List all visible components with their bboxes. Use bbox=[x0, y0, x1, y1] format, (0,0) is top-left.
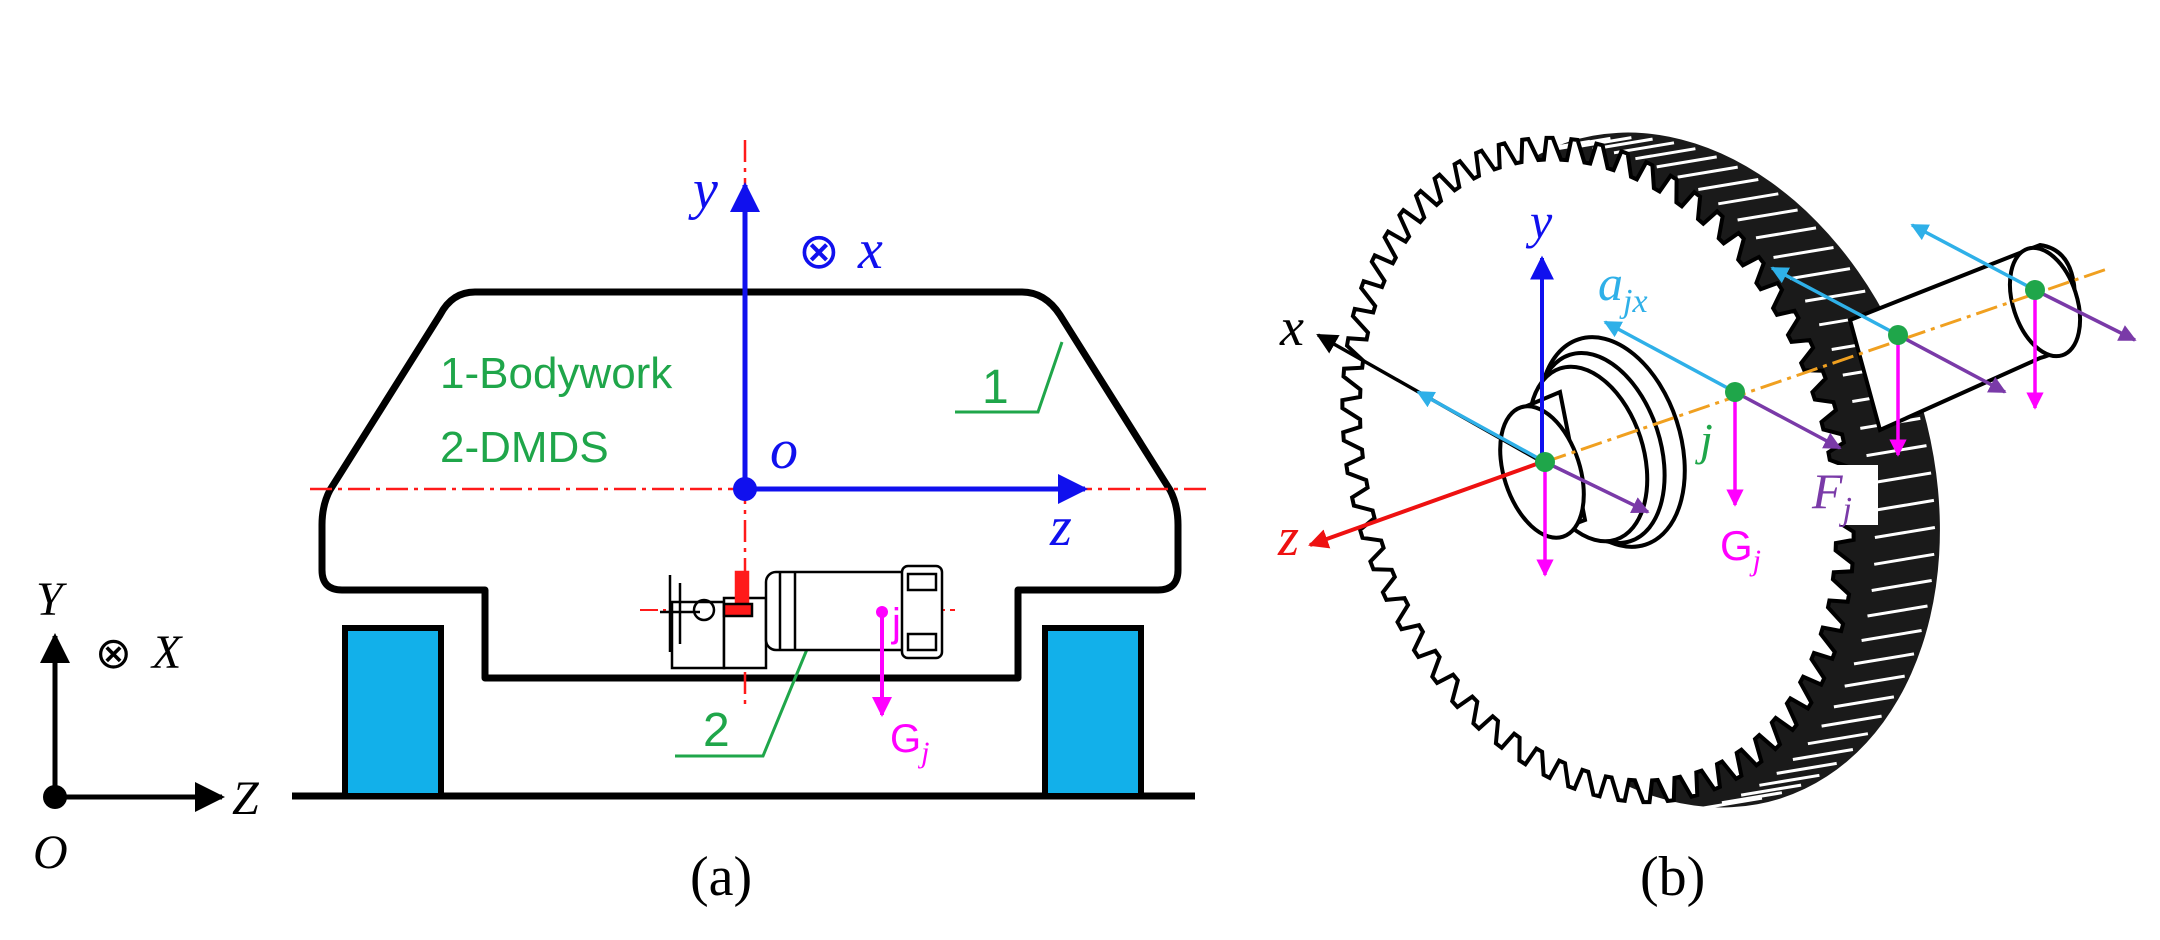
shaft bbox=[1847, 242, 2083, 433]
local-origin-dot bbox=[733, 477, 757, 501]
gravity-label-b-sub: j bbox=[1749, 544, 1761, 577]
accel-label-main: a bbox=[1598, 255, 1623, 311]
gear-tooth-stripe bbox=[1867, 604, 1928, 618]
gear-tooth-stripe bbox=[1861, 629, 1922, 642]
gear-tooth-stripe bbox=[1821, 714, 1882, 728]
local-z-label: z bbox=[1049, 496, 1072, 558]
legend-bodywork: 1-Bodywork bbox=[440, 349, 673, 398]
gear-tooth-stripe bbox=[1677, 165, 1738, 179]
gear-tooth-stripe bbox=[1789, 267, 1851, 281]
gear-tooth-stripe bbox=[1873, 498, 1935, 512]
gear-tooth-stripe bbox=[1871, 579, 1932, 592]
point-j-label: j bbox=[891, 601, 901, 645]
force-label-sub: j bbox=[1839, 491, 1852, 528]
panel-a: y ⊗ x o z 1-Bodywork 2-DMDS 1 2 bbox=[33, 140, 1210, 908]
gear-tooth-stripe bbox=[1635, 147, 1696, 161]
local-origin-label: o bbox=[770, 419, 798, 481]
gravity-label-a: Gj bbox=[890, 717, 929, 769]
callout-1-label: 1 bbox=[982, 361, 1009, 414]
gravity-label-b: Gj bbox=[1720, 522, 1761, 577]
gear-tooth-stripe bbox=[1701, 796, 1763, 810]
right-wheel bbox=[1042, 625, 1144, 799]
gravity-label-a-sub: j bbox=[917, 736, 929, 769]
gear-tooth-stripe bbox=[1804, 289, 1866, 303]
mass-point-1 bbox=[1416, 390, 1650, 577]
gear-tooth-stripe bbox=[1833, 695, 1895, 709]
gear-tooth-stripe bbox=[1718, 192, 1779, 206]
gear-tooth-stripe bbox=[1755, 226, 1817, 240]
point-j-b-label: j bbox=[1695, 414, 1713, 465]
axis-y-b-label: y bbox=[1525, 193, 1553, 249]
force-label: Fj bbox=[1811, 463, 1852, 528]
gear-tooth-stripe bbox=[1776, 761, 1837, 775]
local-x-label: x bbox=[857, 219, 883, 281]
gear-tooth-stripe bbox=[1844, 674, 1905, 688]
gear-tooth-stripe bbox=[1773, 246, 1834, 259]
gear-tooth-stripe bbox=[1874, 526, 1936, 539]
axis-z-b bbox=[1308, 460, 1543, 549]
gear-tooth-stripe bbox=[1807, 732, 1869, 746]
accel-label-sub: jx bbox=[1619, 283, 1648, 320]
global-origin-label: O bbox=[33, 826, 68, 879]
legend-dmds: 2-DMDS bbox=[440, 423, 609, 472]
gear-tooth-stripe bbox=[1759, 773, 1820, 787]
accel-label: ajx bbox=[1598, 255, 1648, 320]
gear-tooth-stripe bbox=[1656, 155, 1717, 169]
callout-2-label: 2 bbox=[703, 704, 730, 757]
gear-hub bbox=[1498, 335, 1687, 549]
gear-tooth-stripe bbox=[1740, 783, 1802, 797]
global-Z-label: Z bbox=[232, 772, 260, 825]
gear-tooth-stripe bbox=[1698, 178, 1759, 191]
gear-tooth-stripe bbox=[1721, 791, 1783, 805]
gear-tooth-stripe bbox=[1870, 471, 1932, 485]
force-label-main: F bbox=[1811, 463, 1843, 519]
left-wheel bbox=[342, 625, 444, 799]
local-x-into-symbol: ⊗ bbox=[798, 223, 840, 279]
global-X-label: X bbox=[150, 626, 183, 679]
global-origin-dot bbox=[43, 785, 67, 809]
panel-b: y x z a bbox=[1277, 132, 2137, 908]
mass-point-4 bbox=[1910, 223, 2137, 410]
caption-b: (b) bbox=[1640, 846, 1705, 908]
gravity-label-b-main: G bbox=[1720, 522, 1753, 569]
dmds-assembly bbox=[660, 564, 944, 670]
gear-tooth-stripe bbox=[1853, 652, 1915, 666]
callout-2-leader bbox=[675, 641, 812, 758]
gear-tooth-stripe bbox=[1873, 552, 1935, 566]
gravity-label-a-main: G bbox=[890, 717, 921, 761]
callout-1-leader bbox=[955, 341, 1064, 414]
local-y-label: y bbox=[688, 159, 718, 221]
axis-x-b-label: x bbox=[1279, 297, 1304, 357]
global-Y-label: Y bbox=[36, 573, 67, 626]
force-label-bg bbox=[1808, 465, 1878, 525]
gear-tooth-stripe bbox=[1792, 748, 1854, 761]
shaft-axis bbox=[1544, 266, 2111, 464]
mass-point-j bbox=[1603, 320, 1842, 507]
axis-z-b-label: z bbox=[1277, 507, 1299, 567]
mass-point-3 bbox=[1770, 266, 2007, 457]
caption-a: (a) bbox=[690, 846, 752, 908]
global-X-into-symbol: ⊗ bbox=[95, 629, 132, 678]
gear-tooth-stripe bbox=[1737, 208, 1798, 222]
